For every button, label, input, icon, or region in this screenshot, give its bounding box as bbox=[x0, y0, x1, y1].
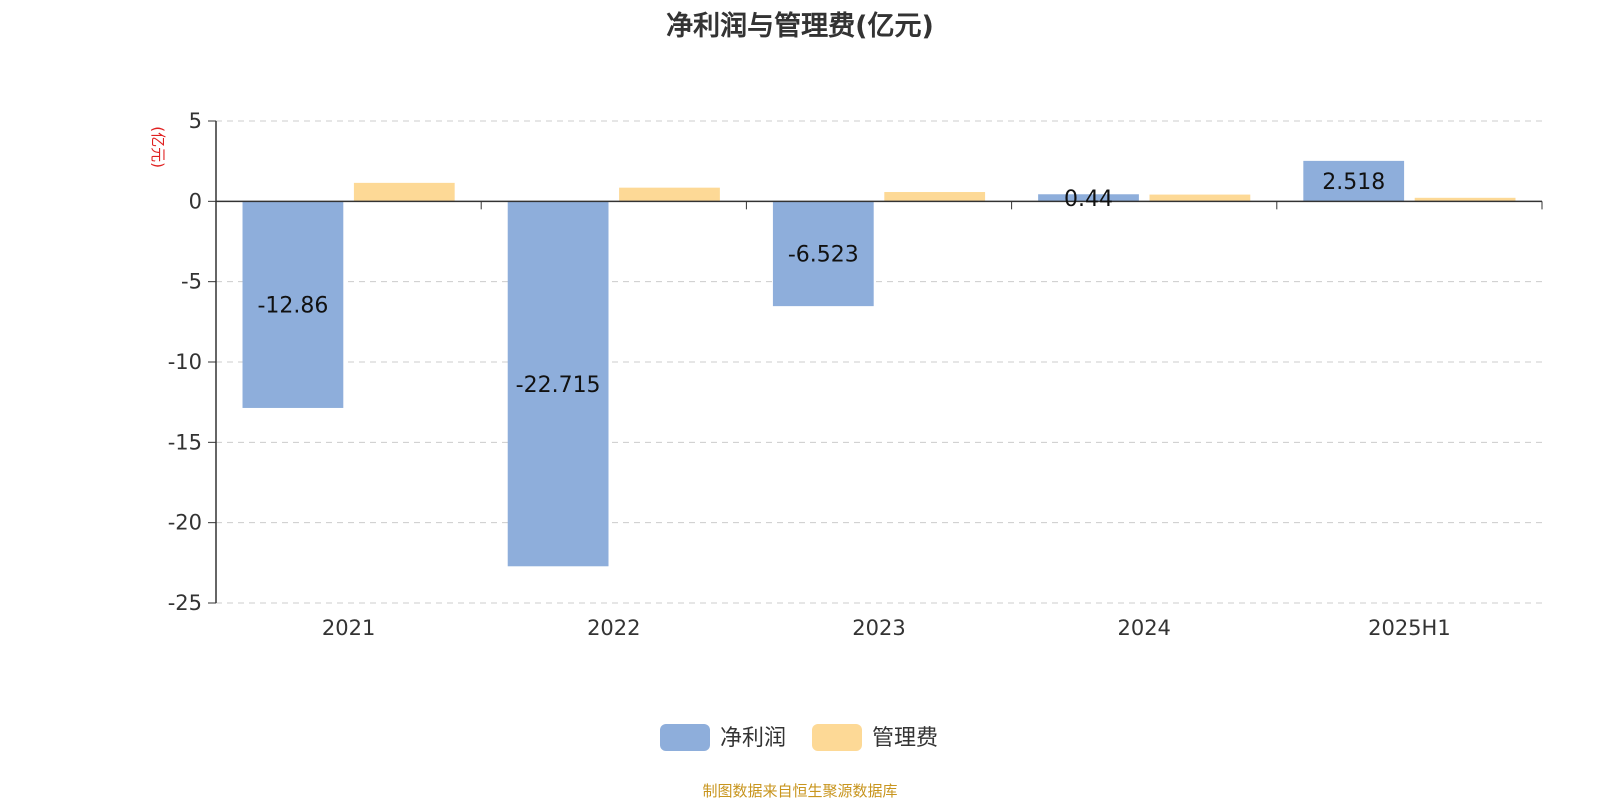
data-label: 0.44 bbox=[1064, 187, 1113, 212]
legend-swatch bbox=[812, 724, 862, 751]
bar-net-profit bbox=[507, 201, 609, 567]
legend[interactable]: 净利润 管理费 bbox=[660, 724, 938, 751]
y-tick-label: -10 bbox=[168, 350, 202, 374]
data-label: 2.518 bbox=[1322, 170, 1385, 195]
data-label: -22.715 bbox=[516, 373, 601, 398]
y-tick-label: -5 bbox=[181, 270, 202, 294]
data-labels: -12.86 -22.715 -6.523 0.44 2.518 bbox=[257, 170, 1385, 398]
bar-admin-fee bbox=[884, 192, 986, 202]
y-tick-label: 0 bbox=[189, 189, 202, 213]
grid-lines bbox=[216, 120, 1542, 604]
chart-title: 净利润与管理费(亿元) bbox=[666, 11, 934, 42]
x-tick-label: 2022 bbox=[587, 616, 640, 640]
data-label: -12.86 bbox=[257, 294, 328, 319]
bar-net-profit bbox=[1303, 160, 1405, 202]
bars bbox=[242, 160, 1516, 567]
y-axis-label: (亿元) bbox=[149, 126, 167, 168]
axes: 5 0 -5 -10 -15 -20 -25 (亿元) 2021 2022 2023 2024 2025… bbox=[149, 109, 1543, 640]
y-tick-label: -15 bbox=[168, 430, 202, 454]
data-label: -6.523 bbox=[788, 243, 859, 268]
bar-admin-fee bbox=[1414, 197, 1516, 202]
y-tick-label: 5 bbox=[189, 109, 202, 133]
x-tick-label: 2023 bbox=[852, 616, 905, 640]
x-tick-label: 2024 bbox=[1117, 616, 1170, 640]
bar-net-profit bbox=[242, 201, 344, 408]
bar-admin-fee bbox=[619, 187, 720, 202]
bar-net-profit bbox=[1038, 194, 1139, 202]
bar-admin-fee bbox=[353, 182, 455, 202]
bar-admin-fee bbox=[1149, 194, 1251, 202]
legend-label: 管理费 bbox=[872, 726, 938, 751]
y-tick-label: -20 bbox=[168, 511, 202, 535]
x-tick-label: 2021 bbox=[322, 616, 375, 640]
y-tick-label: -25 bbox=[168, 591, 202, 615]
source-note: 制图数据来自恒生聚源数据库 bbox=[702, 782, 898, 800]
legend-swatch bbox=[660, 724, 710, 751]
bar-net-profit bbox=[772, 201, 874, 307]
x-tick-label: 2025H1 bbox=[1368, 616, 1451, 640]
legend-label: 净利润 bbox=[720, 726, 786, 751]
